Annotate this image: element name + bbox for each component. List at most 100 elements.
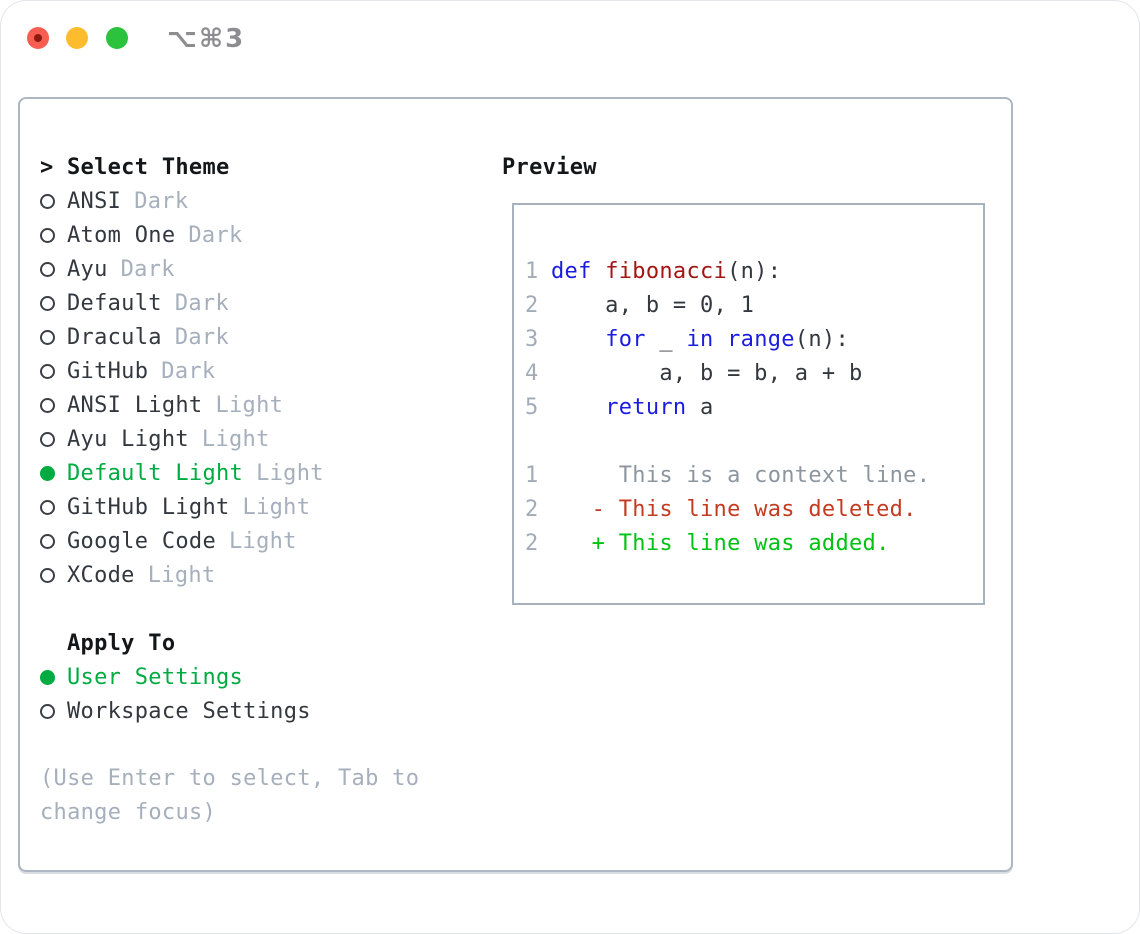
code-line: 2 - This line was deleted. <box>525 492 983 526</box>
line-number: 3 <box>525 326 539 352</box>
theme-name: Default Light <box>67 460 244 486</box>
code-line-content: + This line was added. <box>551 531 890 556</box>
selected-radio-icon <box>40 669 55 685</box>
radio-icon <box>40 227 55 243</box>
code-line: 3 for _ in range(n): <box>525 322 983 356</box>
theme-variant-badge: Light <box>229 528 297 554</box>
theme-variant-badge: Dark <box>120 256 175 282</box>
theme-variant-badge: Light <box>242 494 311 520</box>
theme-name: Default <box>67 290 162 316</box>
code-line-content: return a <box>551 395 714 420</box>
radio-icon <box>40 533 55 549</box>
code-line-content: for _ in range(n): <box>551 327 849 352</box>
code-token: fibonacci <box>605 258 728 284</box>
code-token <box>551 327 605 352</box>
apply-to-header-row: Apply To <box>40 626 419 660</box>
code-line <box>525 220 983 254</box>
theme-name: Ayu <box>67 256 108 282</box>
theme-name: ANSI <box>67 188 122 214</box>
code-token: return <box>605 394 687 420</box>
theme-name: XCode <box>67 562 135 588</box>
theme-option-ansi[interactable]: ANSI Dark <box>40 184 419 218</box>
theme-name: Google Code <box>67 528 216 554</box>
radio-icon <box>40 703 55 719</box>
theme-variant-badge: Dark <box>188 222 243 248</box>
apply-option-name: User Settings <box>67 664 244 690</box>
apply-option-user-settings[interactable]: User Settings <box>40 660 419 694</box>
theme-option-default[interactable]: Default Dark <box>40 286 419 320</box>
help-text-line-1: (Use Enter to select, Tab to <box>40 766 420 791</box>
code-token: (n): <box>794 326 850 352</box>
spacer <box>40 728 419 762</box>
code-token: - This line was deleted. <box>551 496 917 522</box>
radio-icon <box>40 431 55 447</box>
radio-icon <box>40 193 55 209</box>
radio-icon <box>40 363 55 379</box>
radio-icon <box>40 329 55 345</box>
line-number: 1 <box>525 462 539 488</box>
code-token: a, b = b, a + b <box>551 360 863 386</box>
theme-variant-badge: Light <box>256 460 324 486</box>
code-line: 1 This is a context line. <box>525 458 983 492</box>
line-number: 2 <box>525 530 539 556</box>
select-theme-title: Select Theme <box>67 154 230 180</box>
theme-variant-badge: Light <box>201 426 270 452</box>
theme-option-google-code[interactable]: Google Code Light <box>40 524 419 558</box>
code-line: 2 + This line was added. <box>525 526 983 560</box>
line-number: 1 <box>525 258 539 284</box>
theme-option-atom-one[interactable]: Atom One Dark <box>40 218 419 252</box>
unsaved-indicator-icon <box>34 34 42 42</box>
theme-option-default-light[interactable]: Default Light Light <box>40 456 419 490</box>
theme-variant-badge: Light <box>215 392 284 418</box>
theme-variant-badge: Dark <box>174 324 230 350</box>
minimize-button[interactable] <box>66 27 88 49</box>
theme-variant-badge: Dark <box>134 188 189 214</box>
apply-option-name: Workspace Settings <box>67 698 311 724</box>
code-token: a, b = 0, 1 <box>551 292 755 318</box>
radio-icon <box>40 567 55 583</box>
theme-variant-badge: Dark <box>161 358 216 384</box>
code-line-content: def fibonacci(n): <box>551 259 781 284</box>
code-line: 2 a, b = 0, 1 <box>525 288 983 322</box>
code-token: a <box>686 394 714 420</box>
theme-variant-badge: Dark <box>174 290 230 316</box>
prompt-icon: > <box>40 154 54 180</box>
code-token: + This line was added. <box>551 530 890 556</box>
line-number: 2 <box>525 496 539 522</box>
radio-icon <box>40 295 55 311</box>
code-token: def <box>551 258 606 284</box>
code-line-content: a, b = 0, 1 <box>551 293 754 318</box>
code-line: 1 def fibonacci(n): <box>525 254 983 288</box>
code-line-content: This is a context line. <box>551 463 930 488</box>
theme-name: Atom One <box>67 222 176 248</box>
line-number: 2 <box>525 292 539 318</box>
theme-option-ayu[interactable]: Ayu Dark <box>40 252 419 286</box>
keyboard-shortcut-label: ⌥⌘3 <box>167 24 246 54</box>
code-line-content: - This line was deleted. <box>551 497 917 522</box>
zoom-button[interactable] <box>106 27 128 49</box>
code-token: for <box>605 326 646 352</box>
line-number: 4 <box>525 360 539 386</box>
code-token: (n): <box>727 258 782 284</box>
close-button[interactable] <box>27 27 49 49</box>
code-line <box>525 424 983 458</box>
apply-option-workspace-settings[interactable]: Workspace Settings <box>40 694 419 728</box>
spacer <box>40 592 419 626</box>
radio-icon <box>40 499 55 515</box>
code-token: in <box>686 326 714 352</box>
theme-option-xcode[interactable]: XCode Light <box>40 558 419 592</box>
theme-option-github[interactable]: GitHub Dark <box>40 354 419 388</box>
code-line-content: a, b = b, a + b <box>551 361 863 386</box>
code-line: 4 a, b = b, a + b <box>525 356 983 390</box>
theme-variant-badge: Light <box>147 562 216 588</box>
theme-name: GitHub <box>67 358 149 384</box>
